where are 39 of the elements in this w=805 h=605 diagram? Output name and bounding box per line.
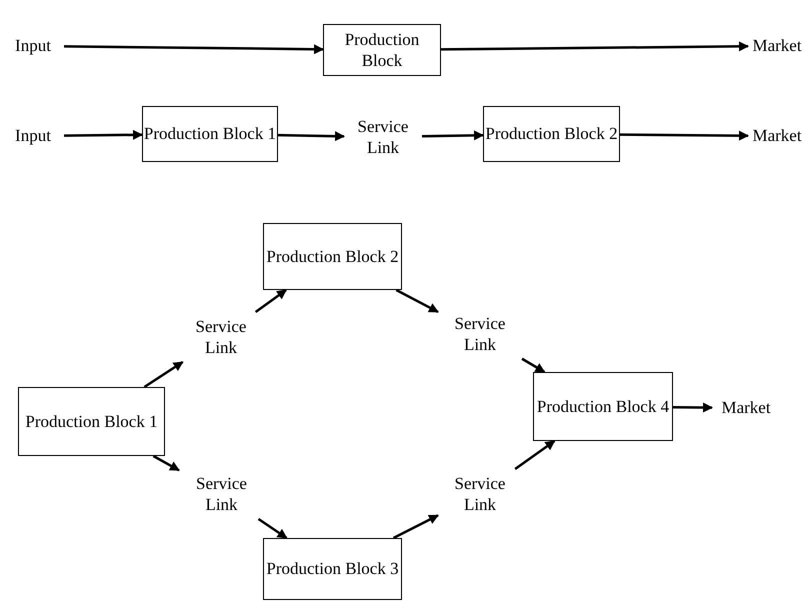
arrow [521,358,546,374]
arrow [396,288,439,314]
arrow [514,440,556,470]
arrow [64,130,143,140]
node-text: Production Block 3 [266,558,399,580]
process-box [533,372,673,441]
process-box [263,538,402,600]
arrow [144,360,184,388]
node-text: Market [721,397,771,419]
arrow [422,130,484,140]
node-text: Service Link [194,316,248,358]
node-text: Production Block 2 [485,123,618,145]
node-text: Service Link [195,472,248,516]
arrow [64,44,324,54]
node-text: Input [15,35,51,57]
arrow [620,130,749,141]
process-box [263,223,402,290]
node-text: Production Block 4 [536,396,670,418]
process-box [323,24,441,76]
node-text: Production Block [344,28,420,72]
arrow [254,288,287,314]
arrow [278,131,345,142]
node-text: Production Block 2 [266,246,399,268]
arrow [440,41,749,52]
process-box [18,387,165,456]
arrow [152,454,180,472]
node-text: Market [752,125,802,147]
node-text: Production Block 1 [25,410,158,432]
node-text: Service Link [454,312,506,356]
node-text: Input [15,125,51,147]
node-text: Market [752,35,802,57]
process-box [483,106,620,162]
node-text: Service Link [454,472,506,516]
arrow [258,518,288,540]
node-text: Service Link [356,116,410,158]
arrow [392,514,439,540]
process-box [142,106,278,162]
arrow [672,402,713,413]
node-text: Production Block 1 [144,123,276,145]
